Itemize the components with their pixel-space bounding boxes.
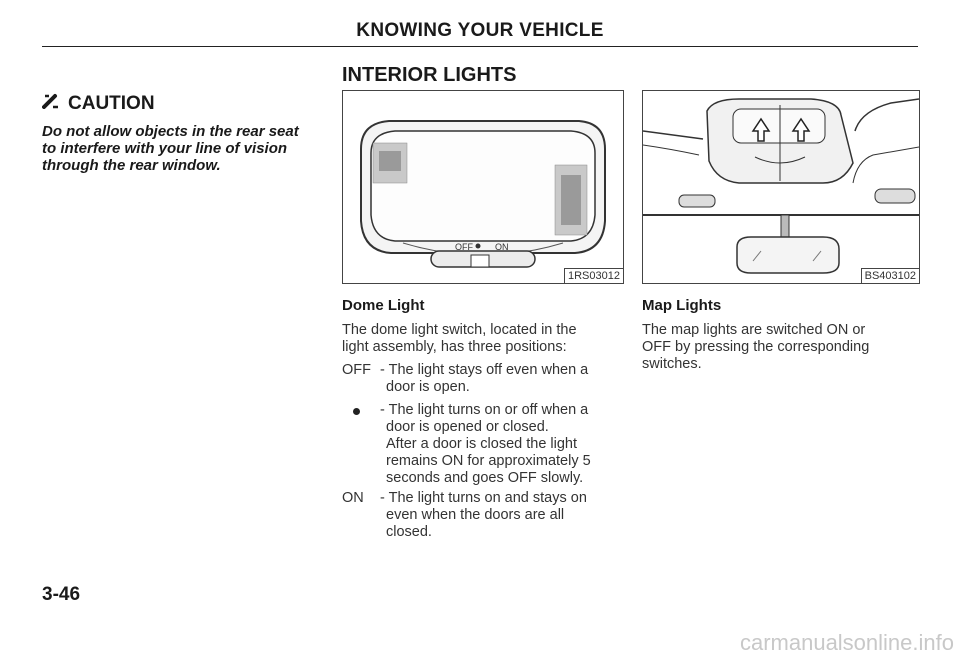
body-line: - The light turns on or off when a xyxy=(380,402,589,418)
body-line: OFF by pressing the corresponding xyxy=(642,339,870,355)
body-line: After a door is closed the light xyxy=(386,436,578,452)
body-line: even when the doors are all xyxy=(386,507,565,523)
dome-light-title: Dome Light xyxy=(342,297,425,314)
caution-text: Do not allow objects in the rear seat to… xyxy=(42,123,322,174)
body-line: door is opened or closed. xyxy=(386,419,549,435)
map-lights-figure: BS403102 xyxy=(642,90,920,284)
caution-title: CAUTION xyxy=(68,93,155,114)
body-line: closed. xyxy=(386,524,432,540)
switch-off-label: OFF xyxy=(455,242,473,252)
caution-line: to interfere with your line of vision xyxy=(42,140,288,157)
on-term: ON xyxy=(342,490,364,506)
caution-heading: CAUTION xyxy=(42,93,155,115)
dome-light-illustration: OFF ON xyxy=(360,120,606,268)
body-line: remains ON for approximately 5 xyxy=(386,453,591,469)
page-number: 3-46 xyxy=(42,584,81,605)
body-line: - The light turns on and stays on xyxy=(380,490,587,506)
body-line: seconds and goes OFF slowly. xyxy=(386,470,584,486)
header-divider xyxy=(42,46,918,47)
switch-on-label: ON xyxy=(495,242,509,252)
dome-light-intro: The dome light switch, located in the li… xyxy=(342,322,632,356)
map-lights-title: Map Lights xyxy=(642,297,722,314)
on-position-item: ON - The light turns on and stays on eve… xyxy=(342,490,632,544)
page-header-title: KNOWING YOUR VEHICLE xyxy=(356,20,604,41)
map-lights-text: The map lights are switched ON or OFF by… xyxy=(642,322,922,373)
body-line: The dome light switch, located in the xyxy=(342,322,577,338)
figure-code: 1RS03012 xyxy=(564,268,623,283)
map-lights-illustration xyxy=(643,98,919,274)
body-line: - The light stays off even when a xyxy=(380,362,589,378)
body-line: door is open. xyxy=(386,379,470,395)
section-title: INTERIOR LIGHTS xyxy=(342,64,517,86)
dot-icon xyxy=(353,408,360,415)
body-line: light assembly, has three positions: xyxy=(342,339,567,355)
off-position-item: OFF - The light stays off even when a do… xyxy=(342,362,632,402)
figure-code: BS403102 xyxy=(860,268,919,283)
dome-light-figure: OFF ON 1RS03012 xyxy=(342,90,624,284)
body-line: switches. xyxy=(642,356,702,372)
door-position-item: - The light turns on or off when a door … xyxy=(342,402,632,490)
caution-line: Do not allow objects in the rear seat xyxy=(42,123,299,140)
body-line: The map lights are switched ON or xyxy=(642,322,866,338)
caution-pen-icon xyxy=(42,93,60,115)
watermark: carmanualsonline.info xyxy=(739,630,954,655)
caution-line: through the rear window. xyxy=(42,157,221,174)
off-term: OFF xyxy=(342,362,371,378)
